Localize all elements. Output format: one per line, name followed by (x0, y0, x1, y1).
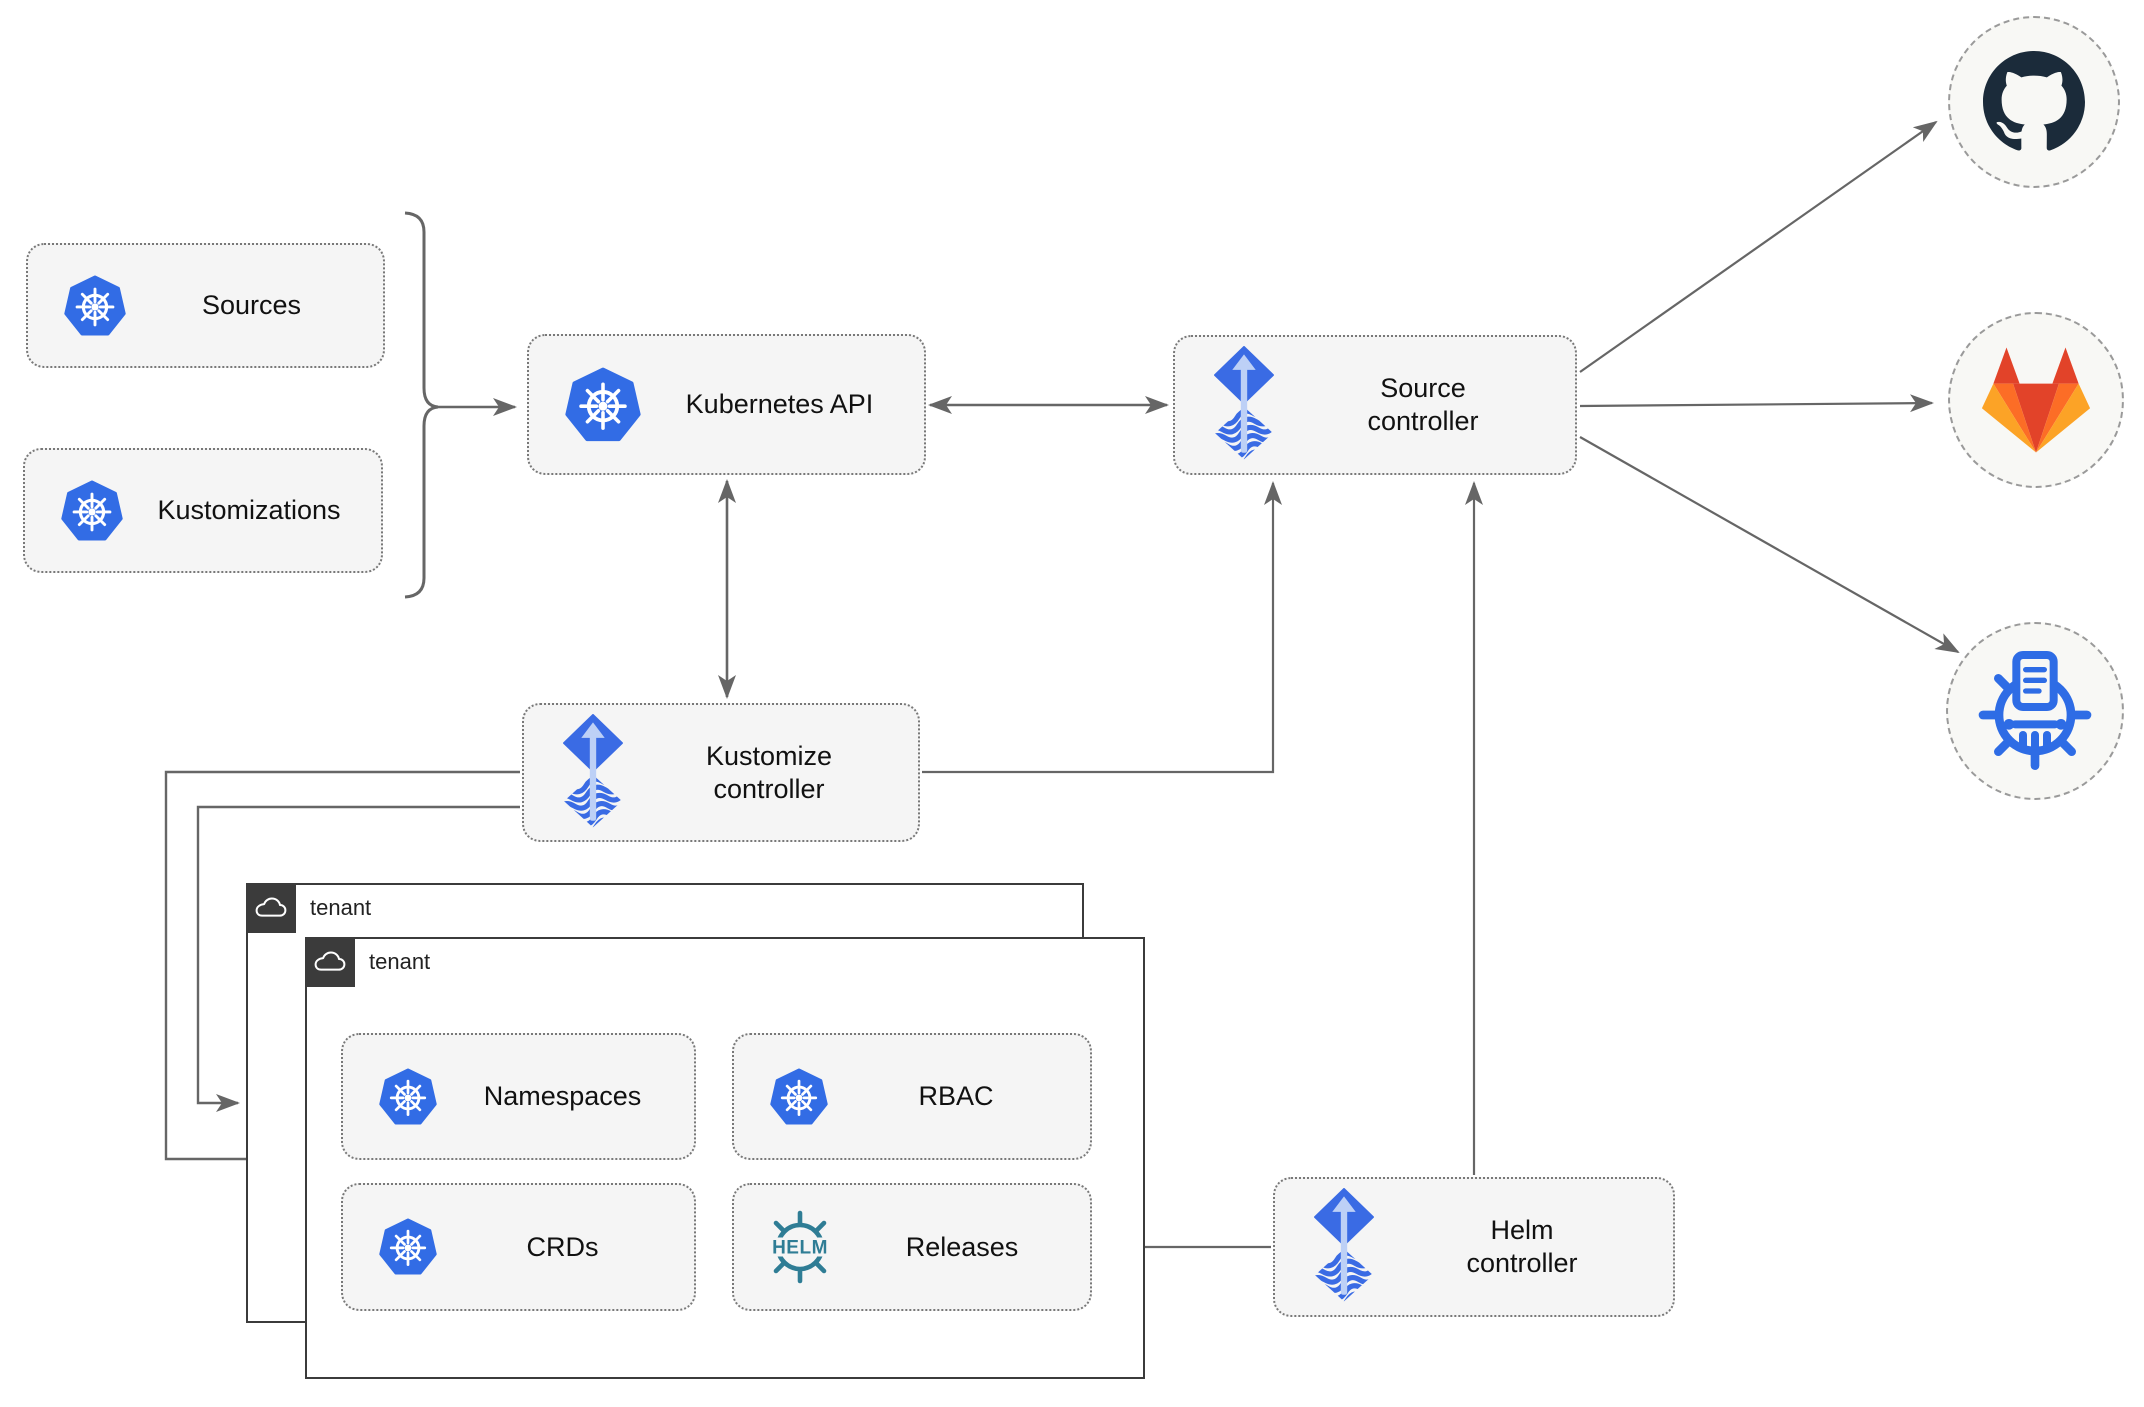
cloud-icon (253, 895, 289, 921)
flux-icon (560, 714, 626, 832)
github-icon (1983, 51, 2085, 153)
rbac-label: RBAC (918, 1081, 994, 1112)
kubernetes-icon (64, 275, 126, 337)
namespaces-label: Namespaces (483, 1081, 642, 1112)
cloud-icon (312, 949, 348, 975)
tenant-tag (246, 883, 296, 933)
source-controller-label: Source controller (1367, 373, 1479, 436)
rbac-node: RBAC (732, 1033, 1092, 1160)
kustomizations-node: Kustomizations (23, 448, 383, 573)
kubernetes-icon (61, 480, 123, 542)
kustomize-controller-label: Kustomize controller (705, 740, 833, 804)
edge-kustomize-source (922, 481, 1282, 774)
helm-controller-node: Helm controller (1273, 1177, 1675, 1317)
crds-label: CRDs (526, 1231, 599, 1262)
kubernetes-api-label: Kubernetes API (685, 389, 874, 420)
edge-source-gitlab (1579, 394, 1934, 413)
flux-icon (1211, 346, 1277, 464)
gitlab-icon (1977, 344, 2095, 456)
github-endpoint (1948, 16, 2120, 188)
tenant-tag (305, 937, 355, 987)
releases-label: Releases (905, 1231, 1019, 1262)
helm-controller-label: Helm controller (1466, 1215, 1578, 1278)
gitlab-endpoint (1948, 312, 2124, 488)
sources-label: Sources (201, 290, 302, 321)
edge-source-harbor (1579, 436, 1960, 653)
kubernetes-icon (770, 1068, 828, 1126)
kubernetes-icon (565, 367, 641, 443)
flux-icon (1311, 1188, 1377, 1306)
kustomize-controller-node: Kustomize controller (522, 703, 920, 842)
helm-icon (760, 1207, 840, 1287)
sources-node: Sources (26, 243, 385, 368)
harbor-registry-icon (1975, 651, 2095, 771)
kubernetes-icon (379, 1068, 437, 1126)
tenant-label: tenant (310, 895, 372, 920)
namespaces-node: Namespaces (341, 1033, 696, 1160)
kustomizations-label: Kustomizations (157, 495, 341, 526)
harbor-endpoint (1946, 622, 2124, 800)
source-controller-node: Source controller (1173, 335, 1577, 475)
releases-node: Releases (732, 1183, 1092, 1311)
kubernetes-api-node: Kubernetes API (527, 334, 926, 475)
kubernetes-icon (379, 1218, 437, 1276)
sources-group-bracket (404, 211, 439, 599)
tenant-label: tenant (369, 949, 431, 974)
crds-node: CRDs (341, 1183, 696, 1311)
edge-source-github (1579, 120, 1938, 373)
